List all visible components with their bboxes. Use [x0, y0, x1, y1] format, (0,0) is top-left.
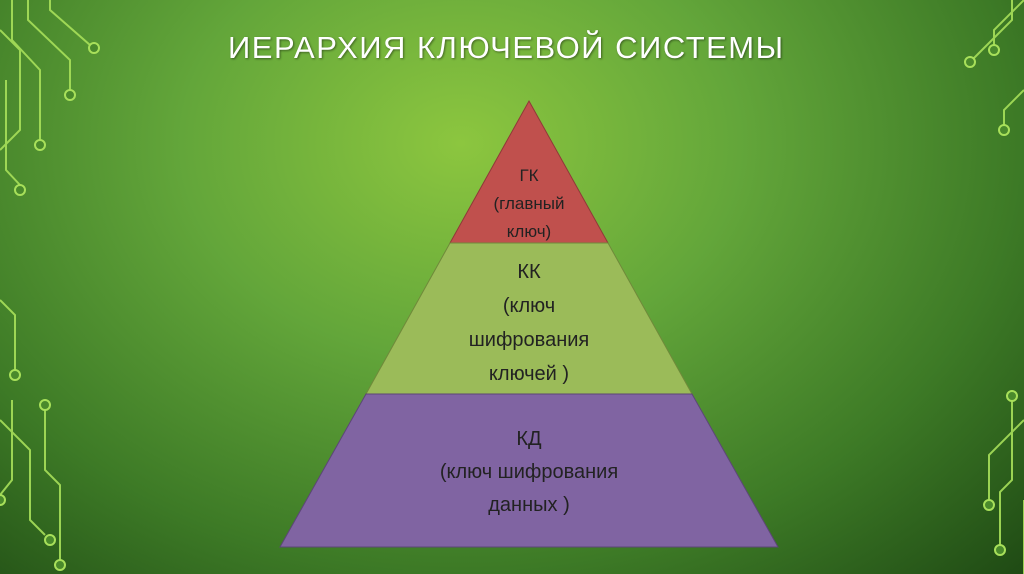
- bottom-tier-line-3: данных ): [488, 494, 569, 516]
- bottom-tier-line-1: КД: [516, 428, 542, 450]
- middle-tier-line-1: КК: [517, 261, 541, 283]
- middle-tier-line-4: ключей ): [489, 363, 569, 385]
- pyramid-tier-bottom: [279, 393, 779, 548]
- slide-title: ИЕРАРХИЯ КЛЮЧЕВОЙ СИСТЕМЫ: [228, 30, 785, 65]
- top-tier-line-3: ключ): [507, 222, 551, 241]
- middle-tier-line-3: шифрования: [469, 329, 590, 351]
- bottom-tier-line-2: (ключ шифрования: [440, 461, 618, 483]
- circuit-decoration-right-icon: [964, 0, 1024, 574]
- top-tier-line-2: (главный: [494, 194, 565, 213]
- middle-tier-line-2: (ключ: [503, 295, 555, 317]
- circuit-decoration-left-icon: [0, 0, 100, 571]
- top-tier-line-1: ГК: [519, 166, 538, 185]
